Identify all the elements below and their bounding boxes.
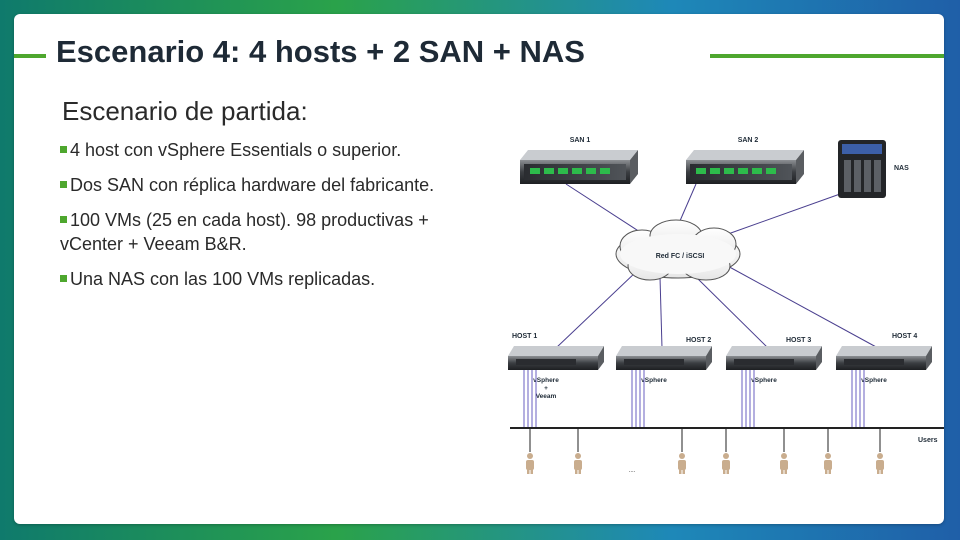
title-accent-line-left — [14, 54, 46, 58]
bullet-item: Dos SAN con réplica hardware del fabrica… — [60, 173, 480, 197]
host-3: HOST 3 vSphere — [726, 337, 822, 384]
nas-device-icon — [838, 140, 886, 198]
square-bullet-icon — [60, 146, 67, 153]
nas-device: NAS — [838, 140, 909, 198]
bullet-list: 4 host con vSphere Essentials o superior… — [60, 138, 480, 302]
bullet-item: 4 host con vSphere Essentials o superior… — [60, 138, 480, 162]
users-bus: Users .... — [510, 427, 944, 474]
host-3-software: vSphere — [751, 377, 777, 384]
bullet-item: Una NAS con las 100 VMs replicadas. — [60, 267, 480, 291]
host-3-label: HOST 3 — [786, 337, 811, 344]
san-1-label: SAN 1 — [570, 137, 591, 144]
host-links — [555, 263, 879, 349]
rack-server-icon — [616, 346, 712, 370]
host-2-software: vSphere — [641, 377, 667, 384]
storage-links — [565, 183, 841, 235]
user-person-icon — [876, 453, 884, 474]
network-cloud: Red FC / iSCSI — [615, 219, 741, 281]
square-bullet-icon — [60, 216, 67, 223]
host-1-software-plus: + — [544, 385, 548, 392]
user-person-icon — [678, 453, 686, 474]
rack-server-icon — [508, 346, 604, 370]
bullet-text: Una NAS con las 100 VMs replicadas. — [70, 269, 376, 289]
slide: Escenario 4: 4 hosts + 2 SAN + NAS Escen… — [14, 14, 944, 524]
bullet-text: Dos SAN con réplica hardware del fabrica… — [70, 175, 435, 195]
bullet-item: 100 VMs (25 en cada host). 98 productiva… — [60, 208, 480, 256]
users-label: Users — [918, 437, 938, 444]
san-storage-icon — [520, 150, 638, 184]
host-1-software-veeam: Veeam — [536, 393, 557, 400]
host-2: HOST 2 vSphere — [616, 337, 712, 384]
host-4-software: vSphere — [861, 377, 887, 384]
subtitle: Escenario de partida: — [62, 96, 308, 126]
slide-title: Escenario 4: 4 hosts + 2 SAN + NAS — [56, 34, 585, 69]
cloud-label: Red FC / iSCSI — [656, 253, 705, 260]
nas-label: NAS — [894, 165, 909, 172]
san-2-label: SAN 2 — [738, 137, 759, 144]
user-person-icon — [780, 453, 788, 474]
host-1-software: vSphere — [533, 377, 559, 384]
host-bus-links — [523, 370, 865, 428]
title-accent-line-right — [710, 54, 944, 58]
user-person-icon — [526, 453, 534, 474]
user-person-icon — [574, 453, 582, 474]
square-bullet-icon — [60, 181, 67, 188]
san-storage-icon — [686, 150, 804, 184]
users — [526, 453, 884, 474]
rack-server-icon — [726, 346, 822, 370]
user-person-icon — [722, 453, 730, 474]
host-2-label: HOST 2 — [686, 337, 711, 344]
san-2: SAN 2 — [686, 137, 804, 184]
square-bullet-icon — [60, 275, 67, 282]
host-1: HOST 1 vSphere + Veeam — [508, 333, 604, 400]
users-ellipsis: .... — [629, 468, 636, 474]
san-1: SAN 1 — [520, 137, 638, 184]
host-1-label: HOST 1 — [512, 333, 537, 340]
host-4: HOST 4 vSphere — [836, 333, 932, 384]
network-diagram: SAN 1 SAN 2 — [508, 137, 944, 474]
rack-server-icon — [836, 346, 932, 370]
host-4-label: HOST 4 — [892, 333, 917, 340]
bullet-text: 4 host con vSphere Essentials o superior… — [70, 140, 402, 160]
bullet-text: 100 VMs (25 en cada host). 98 productiva… — [60, 210, 429, 254]
user-person-icon — [824, 453, 832, 474]
